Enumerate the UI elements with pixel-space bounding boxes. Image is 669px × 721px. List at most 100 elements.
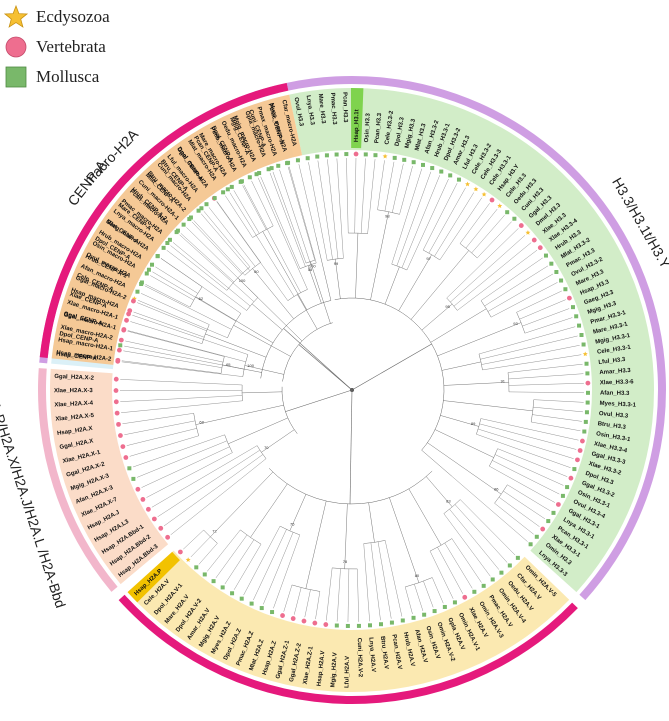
bootstrap-label: 75: [290, 521, 295, 526]
vertebrata-marker: [140, 497, 146, 502]
vertebrata-marker: [312, 620, 318, 626]
leaf-branch: [146, 452, 233, 498]
branch: [242, 391, 283, 394]
mollusca-marker: [549, 261, 554, 266]
mollusca-marker: [135, 289, 140, 294]
mollusca-marker: [411, 160, 416, 165]
leaf-label: Xlae_H2A.X-3: [54, 388, 93, 394]
leaf-branch: [121, 360, 222, 374]
leaf-branch: [479, 423, 577, 450]
mollusca-marker: [131, 476, 136, 481]
ecdysozoa-marker: [473, 186, 479, 192]
leaf-branch: [429, 550, 454, 599]
bootstrap-label: 70: [264, 445, 269, 450]
leaf-label: Lful_H2A.V: [344, 656, 351, 688]
mollusca-marker: [146, 267, 151, 272]
leaf-branch: [522, 308, 570, 327]
mollusca-marker: [585, 390, 590, 395]
vertebrata-marker: [130, 298, 136, 304]
leaf-branch: [480, 418, 579, 441]
leaf-label: Xlae_H3.3-6: [600, 379, 635, 386]
leaf-branch: [497, 448, 568, 477]
mollusca-marker: [367, 623, 372, 628]
leaf-branch: [432, 577, 444, 604]
leaf-label: Ovul_H3.3: [293, 97, 305, 128]
leaf-branch: [498, 497, 540, 527]
mollusca-marker: [238, 179, 243, 184]
branch: [351, 343, 432, 391]
leaf-branch: [124, 420, 196, 435]
leaf-branch: [451, 476, 528, 542]
leaf-branch: [129, 435, 199, 457]
legend-label: Vertebrata: [36, 37, 106, 56]
vertebrata-marker: [518, 223, 524, 228]
ecdysozoa-marker: [497, 203, 503, 209]
leaf-branch: [414, 584, 424, 611]
vertebrata-marker: [116, 347, 122, 353]
branch: [427, 442, 502, 495]
mollusca-marker: [551, 510, 556, 515]
branch-arc: [281, 386, 298, 434]
bootstrap-label: 68: [199, 419, 204, 424]
leaf-label: Ovul_H3.3: [599, 411, 629, 420]
leaf-branch: [370, 542, 381, 621]
vertebrata-marker: [113, 399, 119, 405]
leaf-branch: [203, 211, 251, 267]
leaf-branch: [460, 499, 516, 556]
leaf-branch: [367, 159, 376, 234]
mollusca-marker: [230, 591, 235, 596]
vertebrata-marker: [121, 327, 127, 333]
leaf-branch: [396, 171, 432, 266]
vertebrata-marker: [580, 438, 585, 444]
branch: [297, 294, 318, 330]
branch: [228, 417, 288, 445]
leaf-branch: [377, 541, 392, 619]
leaf-branch: [459, 203, 490, 244]
leaf-branch: [180, 233, 235, 283]
leaf-branch: [450, 235, 526, 303]
mollusca-marker: [324, 153, 329, 158]
mollusca-marker: [563, 287, 568, 292]
branch-arc: [287, 289, 308, 301]
leaf-label: Xlae_H2A.X-5: [55, 413, 95, 423]
mollusca-marker: [239, 596, 244, 601]
leaf-label: Xlae_H2A.X-4: [54, 401, 94, 409]
leaf-label: Afan_H3.3: [600, 391, 630, 397]
mollusca-marker: [221, 190, 226, 195]
leaf-branch: [125, 340, 224, 363]
mollusca-marker: [295, 158, 300, 163]
mollusca-marker: [585, 400, 590, 405]
vertebrata-marker: [585, 380, 591, 386]
leaf-branch: [487, 273, 554, 312]
leaf-branch: [121, 361, 243, 377]
leaf-branch: [137, 440, 228, 478]
leaf-branch: [144, 285, 232, 330]
leaf-branch: [357, 568, 360, 622]
branch: [289, 494, 307, 531]
vertebrata-marker: [115, 357, 121, 363]
mollusca-marker: [334, 623, 339, 628]
mollusca-marker: [411, 615, 416, 620]
leaf-branch: [392, 163, 404, 213]
mollusca-marker: [194, 565, 199, 570]
leaf-branch: [308, 162, 328, 261]
mollusca-marker: [577, 323, 582, 328]
branch: [368, 502, 375, 543]
leaf-branch: [293, 587, 302, 615]
vertebrata-marker: [145, 506, 151, 512]
mollusca-marker: [546, 519, 551, 524]
branch: [310, 261, 331, 324]
vertebrata-marker: [158, 525, 164, 531]
vertebrata-marker: [577, 448, 583, 453]
branch: [195, 404, 284, 425]
vertebrata-marker: [123, 455, 129, 460]
leaf-branch: [243, 526, 281, 596]
leaf-branch: [404, 586, 413, 615]
leaf-branch: [253, 529, 287, 601]
mollusca-marker: [266, 167, 271, 172]
vertebrata-marker: [120, 444, 126, 449]
leaf-branch: [477, 221, 512, 259]
leaf-label: Mare_H3.3: [317, 93, 326, 124]
branch: [421, 303, 453, 331]
ecdysozoa-marker: [582, 351, 588, 357]
